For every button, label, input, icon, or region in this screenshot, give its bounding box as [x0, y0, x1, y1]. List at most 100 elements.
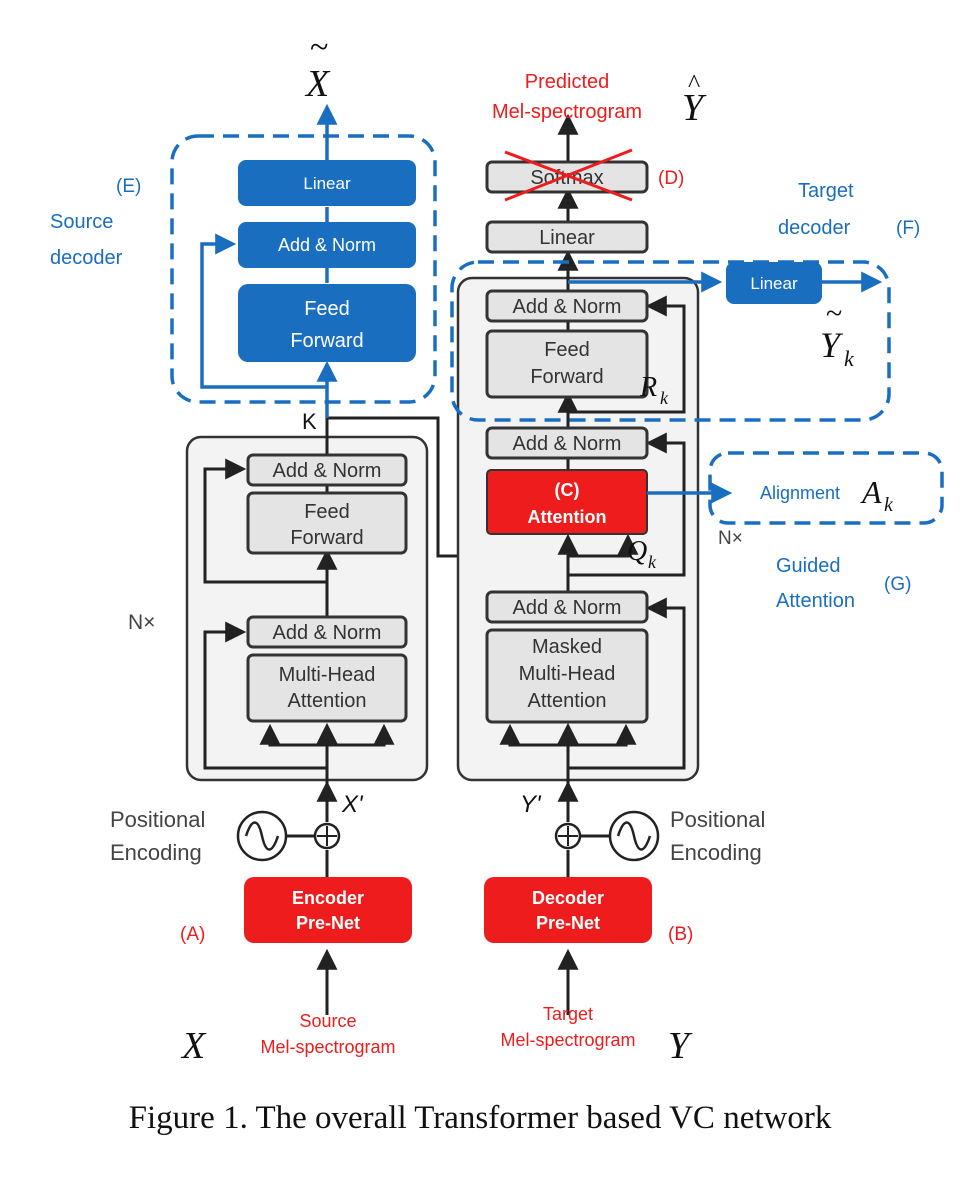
encoder-prenet [244, 877, 412, 943]
encoder-add-norm-bottom [246, 615, 408, 649]
source-decoder-title-1: Source [50, 211, 113, 233]
source-decoder-linear-label: Linear [303, 174, 351, 193]
encoder-pos-enc-label-1: Positional [110, 807, 205, 832]
decoder-q-sub: k [648, 552, 657, 572]
decoder-nx-label: N× [718, 528, 743, 549]
decoder-masked-label-3: Attention [528, 690, 607, 712]
encoder-input-connections [285, 780, 338, 1015]
decoder-target-label-1: Target [543, 1004, 593, 1024]
source-decoder-connections [200, 103, 338, 418]
decoder-sine-icon [608, 810, 660, 862]
source-decoder-feed-forward [238, 284, 416, 362]
encoder-add-norm-top-label: Add & Norm [273, 460, 382, 482]
encoder-source-label-2: Mel-spectrogram [260, 1037, 395, 1057]
decoder-prenet-label-2: Pre-Net [536, 913, 600, 933]
guided-attention-region [708, 451, 944, 525]
encoder-multi-head-attention [246, 653, 408, 723]
target-decoder-output-symbol: Y [820, 325, 844, 365]
decoder-attention-label-2: Attention [528, 507, 607, 527]
encoder-prenet-label-1: Encoder [292, 888, 364, 908]
encoder-sine-icon [236, 810, 288, 862]
target-decoder-linear-label: Linear [750, 274, 798, 293]
source-decoder-ff-label-2: Forward [290, 330, 363, 352]
decoder-attention [486, 469, 648, 535]
label-a: (A) [180, 924, 205, 945]
target-decoder-title-1: Target [798, 180, 854, 202]
encoder-add-norm-top [246, 453, 408, 487]
decoder-ff-label-1: Feed [544, 339, 590, 361]
decoder-r-symbol: R [639, 372, 657, 403]
encoder-x-symbol: X [180, 1025, 207, 1067]
target-decoder-linear [726, 262, 822, 304]
target-decoder-output-sub: k [844, 346, 855, 371]
label-f: (F) [896, 218, 920, 239]
label-g: (G) [884, 574, 911, 595]
decoder-target-label-2: Mel-spectrogram [500, 1030, 635, 1050]
decoder-yhat-accent: ^ [688, 69, 700, 98]
source-decoder-region [170, 134, 437, 404]
source-decoder-output-accent: ~ [310, 29, 328, 66]
guided-attention-title-1: Guided [776, 555, 841, 577]
encoder-nx-label: N× [128, 611, 155, 634]
source-decoder-add-norm [238, 222, 416, 268]
source-decoder-add-norm-label: Add & Norm [278, 235, 376, 255]
encoder-prenet-label-2: Pre-Net [296, 913, 360, 933]
decoder-linear [485, 220, 649, 254]
decoder-feed-forward [485, 329, 649, 399]
encoder-xprime-label: X' [341, 791, 364, 818]
decoder-predicted-label-1: Predicted [525, 71, 610, 93]
decoder-predicted-label-2: Mel-spectrogram [492, 101, 642, 123]
label-b: (B) [668, 924, 693, 945]
encoder-add-norm-bottom-label: Add & Norm [273, 622, 382, 644]
decoder-r-sub: k [660, 388, 669, 408]
encoder-ff-label-1: Feed [304, 501, 350, 523]
encoder-mha-label-1: Multi-Head [279, 664, 376, 686]
decoder-masked-label-2: Multi-Head [519, 663, 616, 685]
decoder-add-norm-attn-label: Add & Norm [513, 433, 622, 455]
encoder-feed-forward [246, 491, 408, 555]
encoder-source-label-1: Source [299, 1011, 356, 1031]
decoder-add-norm-ff-label: Add & Norm [513, 296, 622, 318]
source-decoder-ff-label-1: Feed [304, 298, 350, 320]
source-decoder-output-symbol: X [304, 63, 331, 105]
alignment-label: Alignment [760, 483, 840, 503]
encoder-ff-label-2: Forward [290, 527, 363, 549]
decoder-input-connections [557, 780, 610, 1015]
source-decoder-linear [238, 160, 416, 206]
decoder-y-symbol: Y [668, 1025, 693, 1067]
encoder-mha-label-2: Attention [288, 690, 367, 712]
guided-attention-title-2: Attention [776, 590, 855, 612]
decoder-prenet [484, 877, 652, 943]
decoder-add-norm-attn [485, 426, 649, 460]
decoder-connections [499, 113, 686, 785]
decoder-yprime-label: Y' [520, 791, 542, 818]
encoder-panel [185, 435, 429, 782]
decoder-yhat-symbol: Y [682, 87, 707, 129]
decoder-add-norm-masked [485, 590, 649, 624]
decoder-pos-enc-label-1: Positional [670, 807, 765, 832]
label-d: (D) [658, 168, 684, 189]
figure-caption: Figure 1. The overall Transformer based … [128, 1100, 832, 1136]
alignment-symbol-sub: k [884, 494, 894, 516]
decoder-attention-label-1: (C) [555, 480, 580, 500]
decoder-masked-mha [485, 628, 649, 724]
diagram-canvas: Add & Norm Feed Forward Add & Norm Multi… [50, 29, 944, 1067]
encoder-pos-enc-label-2: Encoding [110, 840, 202, 865]
decoder-pos-enc-label-2: Encoding [670, 840, 762, 865]
softmax-cross-out [504, 148, 633, 202]
target-decoder-title-2: decoder [778, 217, 851, 239]
target-decoder-region [450, 260, 891, 422]
decoder-linear-label: Linear [539, 227, 595, 249]
label-e: (E) [116, 176, 141, 197]
target-decoder-output-accent: ~ [826, 297, 842, 330]
decoder-add-norm-ff [485, 289, 649, 323]
encoder-k-label: K [302, 409, 317, 434]
source-decoder-title-2: decoder [50, 247, 123, 269]
decoder-masked-label-1: Masked [532, 636, 602, 658]
decoder-q-symbol: Q [627, 536, 647, 567]
decoder-ff-label-2: Forward [530, 366, 603, 388]
decoder-prenet-label-1: Decoder [532, 888, 604, 908]
alignment-symbol: A [860, 474, 882, 510]
decoder-add-norm-masked-label: Add & Norm [513, 597, 622, 619]
